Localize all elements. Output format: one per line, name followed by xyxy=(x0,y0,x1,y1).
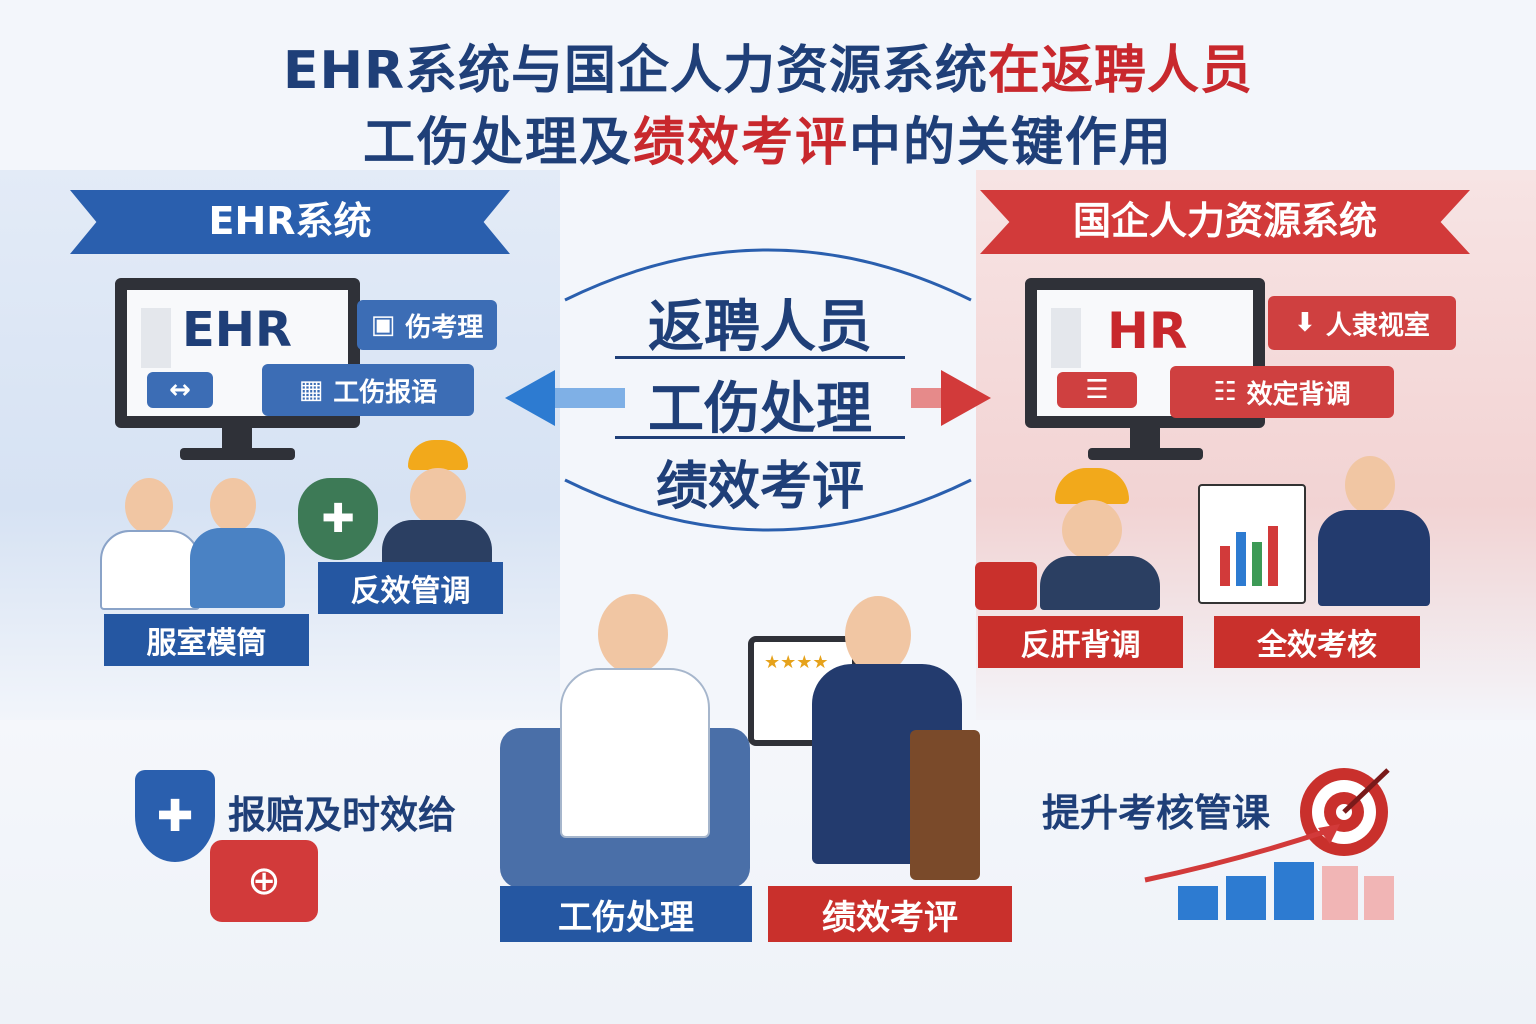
monitor-base xyxy=(180,448,295,460)
list-icon: ☷ xyxy=(1213,377,1237,407)
ehr-system-ribbon: EHR系统 xyxy=(70,190,510,254)
hr-system-ribbon: 国企人力资源系统 xyxy=(980,190,1470,254)
hr-feature-pill-2: ☷ 效定背调 xyxy=(1170,366,1394,418)
chart-bar xyxy=(1236,532,1246,586)
monitor-stand xyxy=(222,428,252,450)
worker-avatar xyxy=(1062,500,1122,560)
title-line-2: 工伤处理及绩效考评中的关键作用 xyxy=(0,100,1536,175)
doctor-avatar xyxy=(598,594,668,674)
chart-bar xyxy=(1220,546,1230,586)
hardhat-icon xyxy=(408,440,468,470)
hr-feature-pill-1: ⬇ 人隶视室 xyxy=(1268,296,1456,350)
list-icon: ☰ xyxy=(1057,372,1137,408)
ehr-feature-pill-2: ▦ 工伤报语 xyxy=(262,364,474,416)
pill-label: 效定背调 xyxy=(1246,379,1351,410)
growth-arrow-icon xyxy=(1144,824,1340,883)
nurse-avatar xyxy=(210,478,256,532)
center-oval xyxy=(505,248,991,532)
ehr-monitor: EHR ↔ xyxy=(115,278,360,428)
left-plate-people: 服室模筒 xyxy=(104,614,309,666)
chair-icon xyxy=(910,730,980,880)
nurse-uniform xyxy=(190,528,285,608)
title-part-highlight: 在返聘人员 xyxy=(988,41,1254,101)
download-icon: ⬇ xyxy=(1294,308,1316,338)
right-plate-2: 全效考核 xyxy=(1214,616,1420,668)
shield-icon: ✚ xyxy=(135,770,215,862)
hardhat-icon xyxy=(1055,468,1129,504)
chart-bar xyxy=(1178,886,1218,920)
title-part: EHR系统与国企人力资源系统 xyxy=(282,41,989,101)
first-aid-kit-icon: ⊕ xyxy=(210,840,318,922)
arrow-right-icon xyxy=(941,370,991,426)
document-icon: ▣ xyxy=(370,310,396,340)
pill-label: 人隶视室 xyxy=(1325,310,1430,341)
chart-board-icon xyxy=(1198,484,1306,604)
manager-avatar xyxy=(1345,456,1395,514)
ehr-feature-pill-1: ▣ 伤考理 xyxy=(357,300,497,350)
sidebar-placeholder xyxy=(1051,308,1081,368)
title-part: 工伤处理及 xyxy=(362,113,633,173)
chart-bar xyxy=(1274,862,1314,920)
ehr-monitor-label: EHR xyxy=(182,302,292,358)
monitor-base xyxy=(1088,448,1203,460)
star-rating-icon: ★★★★ xyxy=(764,652,829,673)
worker-avatar xyxy=(410,468,466,526)
monitor-stand xyxy=(1130,428,1160,450)
right-plate-1: 反肝背调 xyxy=(978,616,1183,668)
chart-bar xyxy=(1322,866,1358,920)
chart-bar xyxy=(1364,876,1394,920)
bottom-right-text: 提升考核管课 xyxy=(1042,791,1271,835)
grid-icon: ▦ xyxy=(298,375,324,405)
bottom-label-injury: 工伤处理 xyxy=(500,886,752,942)
divider xyxy=(615,356,905,359)
bottom-label-performance: 绩效考评 xyxy=(768,886,1012,942)
doctor-coat xyxy=(560,668,710,838)
title-part-highlight: 绩效考评 xyxy=(632,113,849,173)
chart-bar xyxy=(1252,542,1262,586)
doctor-coat xyxy=(100,530,200,610)
pill-label: 工伤报语 xyxy=(333,377,438,408)
divider xyxy=(615,436,905,439)
center-line-2: 工伤处理 xyxy=(648,377,872,442)
center-line-3: 绩效考评 xyxy=(655,457,864,517)
sidebar-placeholder xyxy=(141,308,171,368)
doctor-avatar xyxy=(125,478,173,534)
center-line-1: 返聘人员 xyxy=(648,295,872,360)
manager-suit xyxy=(1318,510,1430,606)
pill-label: 伤考理 xyxy=(405,312,484,343)
shield-icon: ✚ xyxy=(298,478,378,560)
bottom-left-text: 报赔及时效给 xyxy=(228,793,457,837)
title-line-1: EHR系统与国企人力资源系统在返聘人员 xyxy=(0,28,1536,103)
manager-avatar xyxy=(845,596,911,674)
title-part: 中的关键作用 xyxy=(849,113,1174,173)
left-plate-shield: 反效管调 xyxy=(318,562,503,614)
arrow-icon: ↔ xyxy=(147,372,213,408)
chart-bar xyxy=(1226,876,1266,920)
red-box-icon xyxy=(975,562,1037,610)
arrow-left-icon xyxy=(505,370,555,426)
hr-monitor-label: HR xyxy=(1107,302,1188,360)
worker-body xyxy=(1040,556,1160,610)
chart-bar xyxy=(1268,526,1278,586)
